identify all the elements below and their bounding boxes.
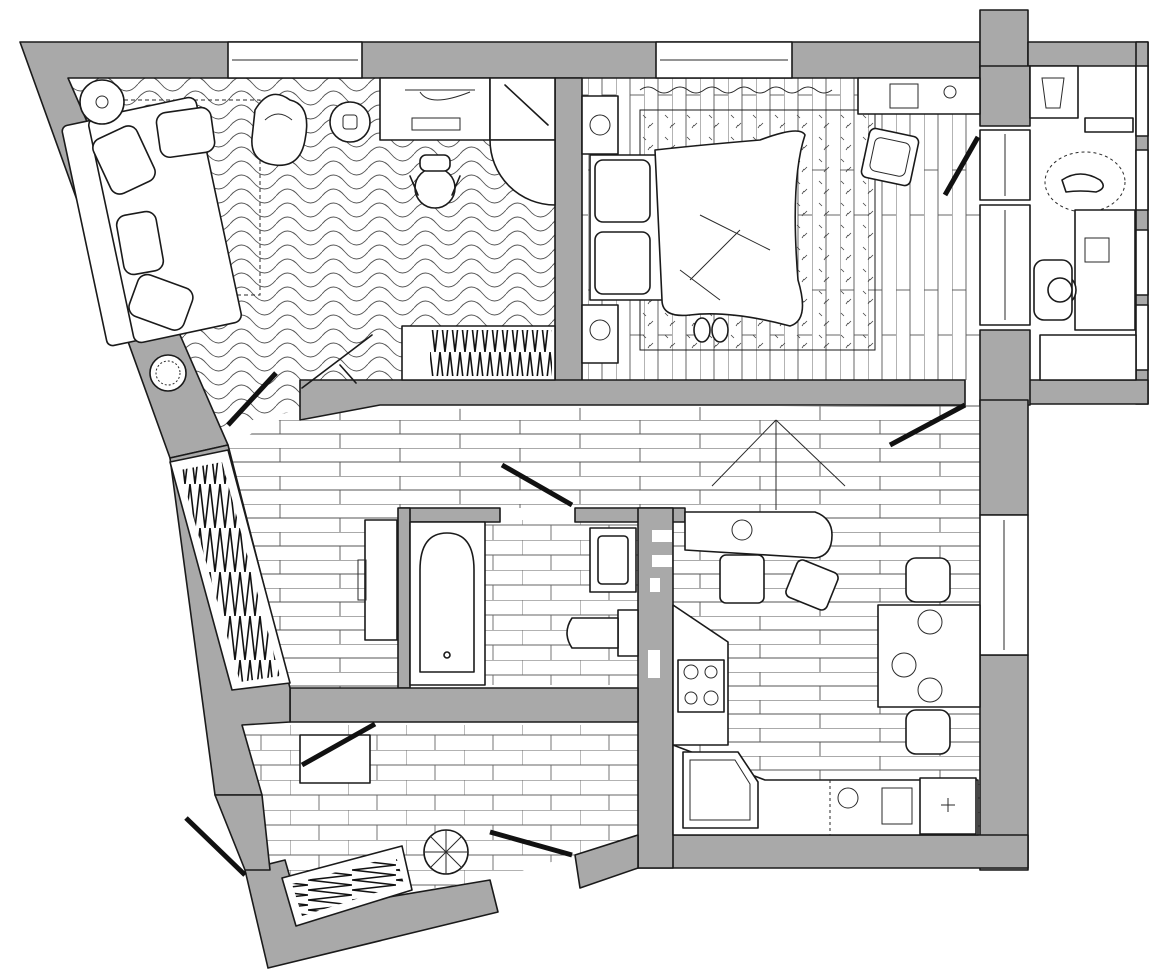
desk-icon [379, 77, 556, 141]
wall-entrance-left [214, 794, 271, 871]
curtain-bedroom [639, 86, 833, 94]
console-table-icon [357, 519, 398, 641]
wall-living-bottom [299, 379, 966, 421]
storage-unit-icon [1039, 334, 1137, 381]
dining-chair-icon [905, 557, 951, 755]
door-study [942, 135, 981, 197]
double-bed-icon [589, 130, 806, 327]
wall-east [979, 399, 1029, 516]
wall-bath-top [399, 507, 501, 523]
window-study-right-3 [1135, 229, 1149, 296]
side-table-icon [79, 79, 125, 125]
wall-bottom-right [637, 834, 1029, 869]
window-study-right-2 [1135, 149, 1149, 211]
wall-bath-bottom [289, 687, 639, 723]
window-study-right-4 [1135, 304, 1149, 371]
door-living [226, 371, 278, 427]
office-chair-icon [409, 154, 461, 209]
dining-table-icon [877, 604, 981, 708]
living-room [61, 77, 556, 392]
ottoman-icon [423, 829, 469, 875]
toilet-icon [566, 609, 639, 657]
kitchen [672, 511, 981, 836]
doors [184, 135, 981, 877]
stove-icon [677, 659, 725, 713]
wall-bath-left [397, 507, 411, 689]
cat-icon [1061, 173, 1104, 193]
beanbag-icon [251, 93, 308, 167]
sink-icon [589, 527, 637, 593]
bar-counter-icon [684, 511, 833, 559]
bathtub-icon [409, 521, 486, 686]
radiator-left-icon [169, 449, 291, 691]
wall-bed-study [979, 65, 1031, 127]
wall-entrance-bottom [244, 859, 499, 969]
wall-top-right-pillar [979, 9, 1029, 69]
windows [227, 41, 1149, 656]
floor-lamp-icon [149, 354, 187, 392]
wall-study-bottom [1027, 379, 1149, 405]
wall-entrance-right [574, 834, 639, 889]
person-at-desk-icon [1033, 259, 1077, 321]
door-closet [489, 829, 573, 858]
bedroom [581, 77, 981, 364]
bar-stool-icon [719, 554, 839, 611]
wall-bed-study-low [979, 329, 1031, 406]
bathroom [409, 521, 639, 686]
wall-top-right [1027, 41, 1149, 67]
sofa-icon [61, 96, 243, 347]
wardrobe-icon [1029, 65, 1079, 119]
tv-icon [301, 334, 373, 389]
hallway [169, 419, 846, 691]
door-bathroom [500, 462, 574, 508]
nightstand-icon [581, 95, 619, 364]
plant-icon [329, 101, 371, 143]
wall-living-bedroom [554, 77, 583, 404]
kitchen-sink-icon [682, 751, 759, 829]
study [1029, 65, 1137, 381]
vanity-desk-icon [857, 77, 981, 115]
slippers-icon [693, 317, 729, 343]
radiator-icon [401, 325, 556, 381]
entrance [281, 734, 469, 927]
door-entrance [184, 816, 247, 877]
light-switches [648, 530, 672, 678]
radiator-entrance-icon [281, 845, 413, 927]
armchair-icon [860, 127, 920, 187]
ceiling-lamp-icon [711, 419, 846, 510]
study-desk-icon [1074, 209, 1136, 331]
door-bedroom [888, 402, 967, 448]
shelf-icon [1084, 117, 1134, 133]
door-swing-closet [489, 139, 556, 206]
fridge-icon [919, 777, 977, 835]
door-hall [300, 721, 377, 768]
window-study-right-1 [1135, 65, 1149, 137]
kitchen-counter-icon [672, 604, 979, 836]
